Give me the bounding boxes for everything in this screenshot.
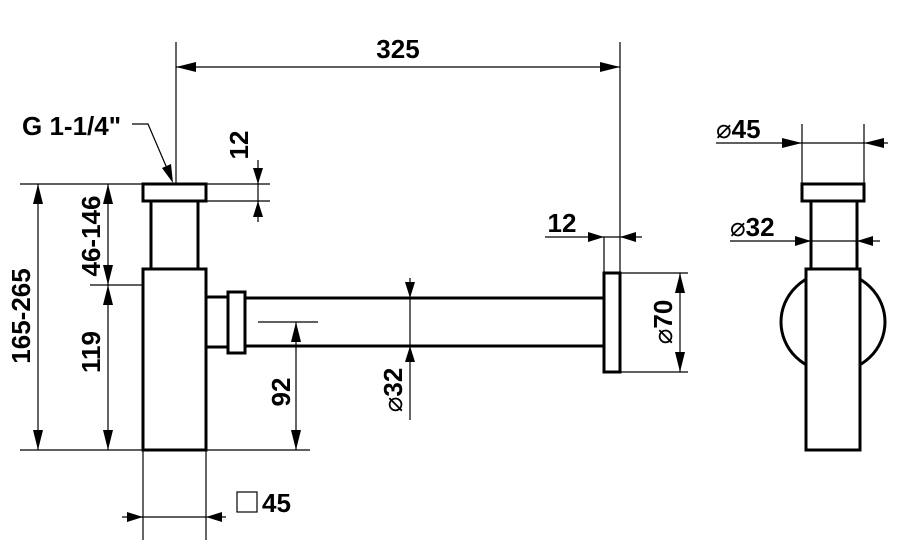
dim-flange-thickness: 12 [548, 208, 577, 238]
dim-side-pipe-diameter: ⌀32 [730, 212, 775, 242]
side-body [804, 267, 862, 452]
side-inlet-tube [809, 199, 859, 271]
dim-cap-height: 12 [224, 131, 254, 160]
outlet-connector [204, 295, 230, 349]
dim-side-top-diameter: ⌀45 [716, 114, 761, 144]
side-top-cap [800, 182, 866, 203]
side-view: ⌀45 ⌀32 [716, 114, 888, 452]
dim-pipe-diameter: ⌀32 [378, 368, 408, 413]
bottle-body [141, 267, 208, 452]
dim-body-height: 119 [76, 331, 106, 373]
dim-overall-length: 325 [376, 34, 419, 64]
svg-text:⌀45: ⌀45 [716, 114, 761, 144]
svg-text:⌀70: ⌀70 [648, 300, 678, 345]
inlet-tube [149, 199, 200, 271]
outlet-nut [226, 290, 247, 355]
svg-text:⌀32: ⌀32 [730, 212, 775, 242]
dim-body-square: 45 [236, 488, 291, 518]
top-cap [141, 182, 208, 203]
dim-outlet-height: 92 [266, 378, 296, 407]
dim-total-height: 165-265 [6, 268, 36, 363]
svg-text:⌀32: ⌀32 [378, 368, 408, 413]
dim-flange-diameter: ⌀70 [648, 300, 678, 345]
wall-flange [602, 271, 622, 374]
front-view: 325 G 1-1/4" 12 165-265 46-146 119 92 [6, 34, 688, 540]
dim-adjust-range: 46-146 [76, 196, 106, 277]
dim-thread-spec: G 1-1/4" [22, 111, 121, 141]
svg-text:45: 45 [262, 488, 291, 518]
